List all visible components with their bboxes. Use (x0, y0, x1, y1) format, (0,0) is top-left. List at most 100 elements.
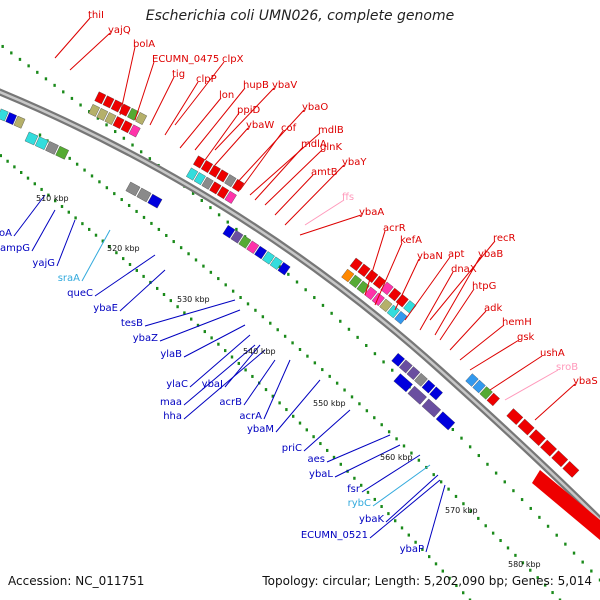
tick-dot (356, 335, 359, 339)
tick-dot (1, 44, 4, 48)
tick-dot (70, 96, 74, 100)
gene-block (35, 136, 49, 150)
gene-label: ybaW (246, 120, 274, 131)
genome-backbone (0, 88, 600, 525)
gene-block (262, 251, 275, 265)
tick-dot (462, 591, 465, 595)
gene-label: tig (172, 69, 185, 80)
tick-dot (13, 165, 16, 169)
tick-dot (68, 156, 71, 160)
tick-dot (226, 220, 229, 224)
tick-dot (313, 361, 317, 365)
gene-block (96, 108, 109, 121)
tick-dot (536, 576, 539, 580)
gene-label: apt (448, 249, 464, 260)
gene-features (0, 91, 600, 540)
tick-dot (26, 176, 30, 180)
gene-label: ECUMN_0475 (152, 54, 219, 65)
tick-label: 510 kbp (36, 194, 69, 203)
tick-dot (230, 355, 234, 359)
tick-dot (127, 203, 131, 207)
tick-dot (47, 193, 50, 197)
leader-line (304, 199, 345, 226)
gene-label: gsk (517, 332, 535, 343)
tick-dot (264, 388, 268, 392)
gene-block (349, 257, 363, 272)
tick-dot (142, 274, 145, 278)
tick-dot (209, 270, 213, 274)
gene-label: acrR (383, 223, 406, 234)
tick-dot (503, 480, 506, 484)
leader-line (179, 97, 222, 149)
tick-dot (94, 233, 98, 237)
tick-dot (538, 515, 541, 519)
leader-line (504, 369, 559, 401)
gene-block (472, 379, 486, 394)
gene-label: recR (493, 233, 516, 244)
gene-label: ybaY (342, 157, 367, 168)
gene-block (104, 112, 117, 125)
gene-label: mdlB (318, 125, 344, 136)
tick-dot (142, 215, 146, 219)
tick-dot (187, 252, 190, 256)
tick-dot (128, 262, 132, 266)
tick-dot (169, 299, 172, 303)
leader-line (434, 256, 481, 336)
tick-dot (18, 57, 22, 61)
tick-dot (421, 547, 424, 551)
gene-block (269, 256, 283, 270)
accession-label: Accession: NC_011751 (8, 574, 145, 588)
tick-dot (203, 330, 206, 334)
tick-dot (81, 222, 84, 226)
gene-label: cyoA (0, 228, 12, 239)
tick-dot (20, 171, 23, 175)
tick-dot (278, 265, 281, 269)
tick-dot (200, 198, 203, 202)
tick-dot (202, 264, 205, 268)
leader-line (284, 164, 345, 226)
gene-block (486, 392, 500, 407)
tick-label: 560 kbp (380, 453, 413, 462)
gene-label: ushA (540, 348, 565, 359)
gene-block (224, 174, 237, 188)
backbone-highlight (0, 90, 600, 522)
tick-dot (298, 348, 302, 351)
gene-block (551, 450, 569, 468)
tick-dot (139, 150, 143, 154)
tick-dot (551, 591, 554, 595)
tick-dot (120, 198, 123, 202)
gene-block (506, 408, 524, 425)
tick-dot (321, 368, 324, 372)
tick-dot (27, 64, 30, 68)
leader-line (249, 132, 321, 196)
leader-line (369, 479, 441, 539)
tick-dot (98, 180, 101, 184)
gene-label: lon (219, 90, 234, 101)
tick-dot (79, 103, 82, 107)
tick-dot (365, 343, 368, 347)
tick-dot (101, 239, 104, 243)
gene-block (102, 95, 115, 109)
tick-dot (278, 401, 281, 405)
tick-dot (358, 402, 361, 406)
gene-block (186, 167, 199, 181)
tick-dot (448, 576, 451, 580)
tick-dot (447, 487, 450, 491)
gene-label: hemH (502, 317, 532, 328)
tick-dot (514, 553, 517, 557)
leader-line (489, 355, 543, 391)
tick-dot (122, 136, 126, 140)
gene-block (429, 386, 443, 401)
gene-block (407, 385, 427, 405)
gene-label: ylaB (160, 349, 182, 360)
tick-dot (217, 277, 220, 281)
gene-block (147, 193, 163, 209)
tick-dot (326, 448, 329, 452)
tick-dot (380, 423, 383, 427)
leader-line (183, 324, 246, 358)
tick-dot (54, 199, 57, 203)
tick-dot (88, 227, 91, 231)
tick-dot (269, 321, 272, 325)
tick-dot (529, 506, 532, 510)
